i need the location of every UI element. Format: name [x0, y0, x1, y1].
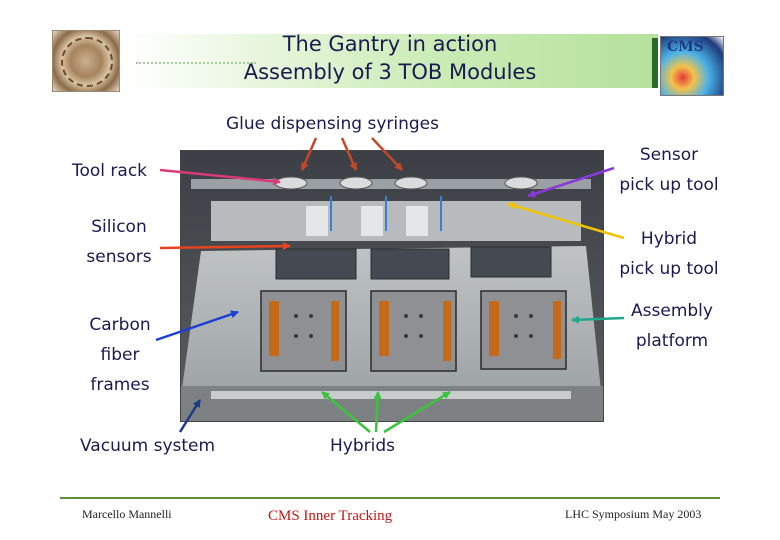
arrow-silicon-sensors	[159, 242, 291, 251]
footer-title: CMS Inner Tracking	[268, 508, 393, 524]
arrow-hybrids-1	[321, 391, 371, 433]
arrow-hybrids-3	[383, 390, 451, 434]
banner-dotted-line	[136, 62, 256, 64]
arrow-assembly-platform	[571, 315, 625, 324]
label-sensor-pickup-tool: Sensor pick up tool	[614, 140, 724, 200]
label-carbon-line-3: frames	[90, 375, 150, 395]
label-platform-line-1: Assembly	[631, 301, 713, 321]
arrow-glue-1	[300, 137, 318, 171]
label-hybrid-line-1: Hybrid	[640, 229, 698, 249]
footer-author: Marcello Mannelli	[82, 507, 172, 521]
footer-divider	[60, 497, 720, 499]
slide-title: The Gantry in action Assembly of 3 TOB M…	[200, 30, 580, 86]
banner-edge	[652, 38, 658, 88]
label-hybrid-line-2: pick up tool	[619, 259, 719, 279]
label-silicon-line-2: sensors	[86, 247, 152, 267]
cms-logo-mark: CMS	[667, 39, 704, 55]
arrow-glue-2	[340, 137, 358, 171]
label-sensor-line-1: Sensor	[639, 145, 699, 165]
cms-logo-icon: CMS	[660, 36, 724, 96]
left-logo-image	[52, 30, 120, 92]
arrow-glue-3	[371, 137, 403, 171]
logo-ring-icon	[61, 37, 113, 87]
arrow-hybrid-tool	[507, 202, 625, 240]
label-platform-line-2: platform	[635, 331, 709, 351]
arrow-tool-rack	[159, 168, 281, 186]
label-assembly-platform: Assembly platform	[624, 296, 720, 356]
arrow-hybrids-2	[373, 391, 382, 433]
label-glue-syringes: Glue dispensing syringes	[226, 114, 439, 134]
label-vacuum-system: Vacuum system	[80, 436, 216, 456]
arrow-carbon-frames	[155, 310, 239, 342]
label-carbon-line-2: fiber	[100, 345, 140, 365]
label-carbon-line-1: Carbon	[89, 315, 151, 335]
footer-event: LHC Symposium May 2003	[565, 507, 702, 521]
label-silicon-sensors: Silicon sensors	[82, 212, 156, 272]
label-sensor-line-2: pick up tool	[619, 175, 719, 195]
label-hybrids: Hybrids	[330, 436, 395, 456]
arrow-vacuum-system	[178, 399, 202, 433]
label-silicon-line-1: Silicon	[91, 217, 147, 237]
label-carbon-fiber-frames: Carbon fiber frames	[84, 310, 156, 400]
title-line-1: The Gantry in action	[282, 32, 498, 56]
label-hybrid-pickup-tool: Hybrid pick up tool	[614, 224, 724, 284]
arrow-sensor-tool	[527, 166, 615, 198]
label-tool-rack: Tool rack	[72, 161, 148, 181]
title-line-2: Assembly of 3 TOB Modules	[243, 60, 537, 84]
title-banner	[128, 34, 658, 88]
